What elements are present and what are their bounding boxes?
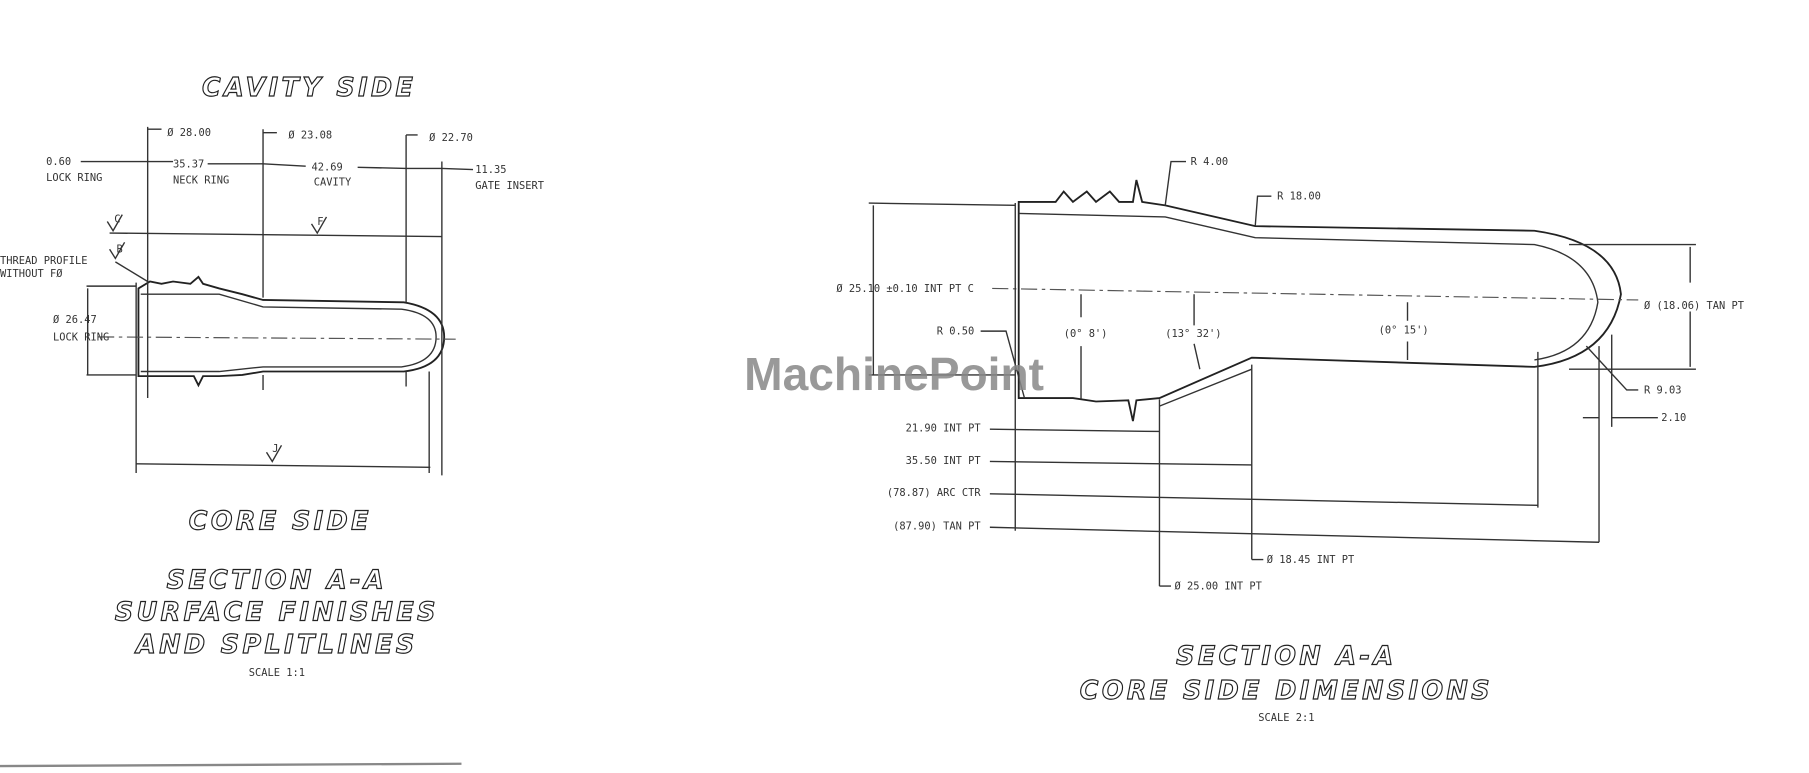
angle-3: (0° 15') [1379, 324, 1429, 336]
right-scale: SCALE 2:1 [1258, 712, 1314, 724]
dim-l2: 35.50 INT PT [906, 455, 982, 467]
left-scale: SCALE 1:1 [249, 667, 305, 679]
left-preform: Ø 28.00 Ø 23.08 Ø 22.70 0.60 LOCK RING 3… [0, 126, 545, 476]
finish-mark-j: J [272, 443, 278, 455]
dim-l1: 21.90 INT PT [906, 422, 982, 434]
right-view: R 4.00 R 18.00 R 0.50 R 9.03 Ø 25.10 ±0.… [836, 156, 1744, 724]
left-section-title-2: SURFACE FINISHES [115, 597, 439, 627]
finish-mark-c: C [114, 214, 120, 226]
label-gate: GATE INSERT [475, 180, 544, 192]
dim-b2: Ø 25.00 INT PT [1174, 581, 1262, 593]
label-neck-ring: NECK RING [173, 174, 229, 186]
dim-neck-ring: 35.37 [173, 158, 204, 170]
label-lock-ring: LOCK RING [46, 172, 102, 184]
angle-1: (0° 8') [1064, 328, 1108, 340]
dim-r18: R 18.00 [1277, 191, 1321, 203]
divider [0, 762, 462, 768]
left-section-title-1: SECTION A-A [167, 564, 388, 594]
finish-mark-f: F [317, 216, 323, 228]
dim-lock-ring: 0.60 [46, 156, 71, 168]
core-side-title: CORE SIDE [189, 506, 372, 536]
dim-d22: Ø 22.70 [429, 132, 473, 144]
dim-d28: Ø 28.00 [167, 127, 211, 139]
dim-main-dia: Ø 25.10 ±0.10 INT PT C [836, 283, 973, 295]
angle-2: (13° 32') [1165, 328, 1221, 340]
left-view: CAVITY SIDE Ø 28.00 Ø 23.08 Ø 22.70 0.60… [0, 71, 545, 679]
dim-r05: R 0.50 [937, 326, 974, 338]
dim-d23: Ø 23.08 [288, 129, 332, 141]
dim-l3: (78.87) ARC CTR [887, 487, 981, 499]
label-lock-dia: LOCK RING [53, 331, 109, 343]
right-section-title-2: CORE SIDE DIMENSIONS [1080, 675, 1493, 705]
dim-r903: R 9.03 [1644, 384, 1681, 396]
dim-cavity: 42.69 [311, 162, 342, 174]
dim-r4: R 4.00 [1191, 156, 1228, 168]
right-section-title-1: SECTION A-A [1176, 641, 1397, 671]
dim-l4: (87.90) TAN PT [893, 521, 981, 533]
cavity-side-title: CAVITY SIDE [202, 72, 416, 102]
thread-note-2: WITHOUT FØ [0, 268, 63, 280]
dim-tip-len: 2.10 [1661, 412, 1686, 424]
dim-tip-dia: Ø (18.06) TAN PT [1644, 300, 1745, 312]
watermark: MachinePoint [744, 348, 1044, 400]
left-section-title-3: AND SPLITLINES [134, 629, 417, 659]
dim-gate: 11.35 [475, 164, 506, 176]
thread-note-1: THREAD PROFILE [0, 255, 87, 267]
dim-lock-dia: Ø 26.47 [53, 314, 97, 326]
dim-b1: Ø 18.45 INT PT [1267, 554, 1355, 566]
label-cavity: CAVITY [314, 177, 352, 189]
